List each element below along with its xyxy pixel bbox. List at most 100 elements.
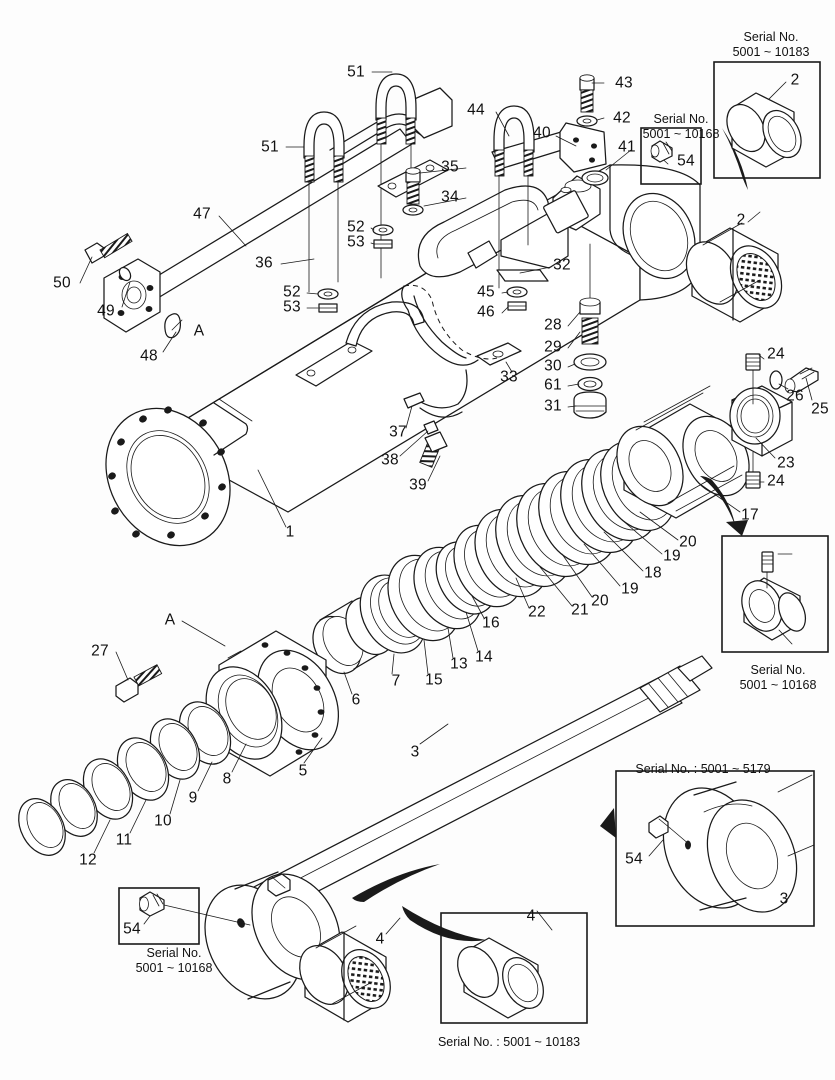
callout-label: 5 [298,762,308,780]
inset-bushing-4 [457,937,544,1019]
callout-label: 2 [736,211,746,229]
serial-note-line2: 5001 ~ 10183 [732,45,810,60]
inset-screw-54 [650,140,673,163]
callout-label: 48 [140,347,158,365]
inset-screw-54-bottom [139,891,251,926]
valve-stack [573,243,607,419]
callout-label: 40 [533,124,551,142]
callout-label: 33 [500,368,518,386]
serial-note-line1: Serial No. [743,30,799,44]
callout-label: 19 [621,580,639,598]
serial-number-note: Serial No. : 5001 ~ 10183 [438,1035,580,1050]
callout-label: 25 [811,400,829,418]
callout-label: A [193,322,205,340]
inset-boxes [118,61,829,1024]
callout-label: 4 [526,907,536,925]
callout-label: 28 [544,316,562,334]
callout-label: 49 [97,302,115,320]
callout-label: 17 [741,506,759,524]
serial-number-note: Serial No. : 5001 ~ 5179 [635,762,770,777]
callout-label: 14 [475,648,493,666]
serial-number-note: Serial No.5001 ~ 10168 [643,112,720,143]
clamp-brackets [295,159,549,468]
serial-note-line1: Serial No. [146,946,202,960]
callout-label: 44 [467,101,485,119]
serial-note-line1: Serial No. [653,112,709,126]
callout-arrows [352,128,748,942]
callout-label: 31 [544,397,562,415]
callout-label: 23 [777,454,795,472]
callout-label: 21 [571,601,589,619]
callout-label: 20 [591,592,609,610]
callout-label: 27 [91,642,109,660]
inset-bushing-2 [726,92,802,168]
callout-label: A [164,611,176,629]
serial-note-line2: 5001 ~ 10168 [642,127,720,142]
callout-label: 34 [441,188,459,206]
callout-label: 26 [786,387,804,405]
callout-label: 1 [285,523,295,541]
callout-label: 29 [544,338,562,356]
callout-label: 22 [528,603,546,621]
serial-note-line2: 5001 ~ 10168 [135,961,213,976]
callout-label: 43 [615,74,633,92]
serial-number-note: Serial No.5001 ~ 10183 [733,30,810,61]
serial-note-line2: 5001 ~ 10168 [739,678,817,693]
callout-label: 53 [283,298,301,316]
callout-label: 38 [381,451,399,469]
callout-label: 6 [351,691,361,709]
callout-label: 8 [222,770,232,788]
leader-lines [79,71,813,935]
bushing-2 [685,222,783,323]
callout-label: 30 [544,357,562,375]
serial-note-line1: Serial No. : 5001 ~ 10183 [437,1035,581,1049]
callout-label: 15 [425,671,443,689]
callout-label: 54 [677,152,695,170]
callout-label: 18 [644,564,662,582]
callout-label: 54 [123,920,141,938]
callout-label: 20 [679,533,697,551]
piston-rod [204,655,713,1023]
callout-label: 3 [410,743,420,761]
inset-nut-23 [741,551,807,645]
callout-label: 7 [391,672,401,690]
callout-label: 37 [389,423,407,441]
piston-nut-23 [729,353,819,489]
callout-label: 36 [255,254,273,272]
u-bolts [303,73,535,293]
callout-label: 10 [154,812,172,830]
callout-label: 3 [779,890,789,908]
callout-label: 39 [409,476,427,494]
callout-label: 51 [347,63,365,81]
bushing-4 [299,925,391,1023]
callout-label: 19 [663,547,681,565]
callout-label: 24 [767,472,785,490]
callout-label: 45 [477,283,495,301]
callout-label: 24 [767,345,785,363]
callout-label: 11 [115,831,133,849]
serial-number-note: Serial No.5001 ~ 10168 [136,946,213,977]
callout-label: 42 [613,109,631,127]
serial-number-note: Serial No.5001 ~ 10168 [740,663,817,694]
callout-label: 13 [450,655,468,673]
callout-label: 9 [188,789,198,807]
callout-label: 16 [482,614,500,632]
callout-label: 12 [79,851,97,869]
cylinder-head-gland [18,630,339,856]
callout-label: 2 [790,71,800,89]
piston-seal-stack [312,440,676,675]
callout-label: 41 [618,138,636,156]
callout-label: 32 [553,256,571,274]
callout-label: 35 [441,158,459,176]
callout-label: 61 [544,376,562,394]
callout-label: 54 [625,850,643,868]
callout-label: 53 [347,233,365,251]
callout-label: 4 [375,930,385,948]
callout-label: 51 [261,138,279,156]
serial-note-line1: Serial No. [750,663,806,677]
callout-label: 50 [53,274,71,292]
inset-rod-end-3 [648,774,815,913]
serial-note-line1: Serial No. : 5001 ~ 5179 [635,762,771,776]
